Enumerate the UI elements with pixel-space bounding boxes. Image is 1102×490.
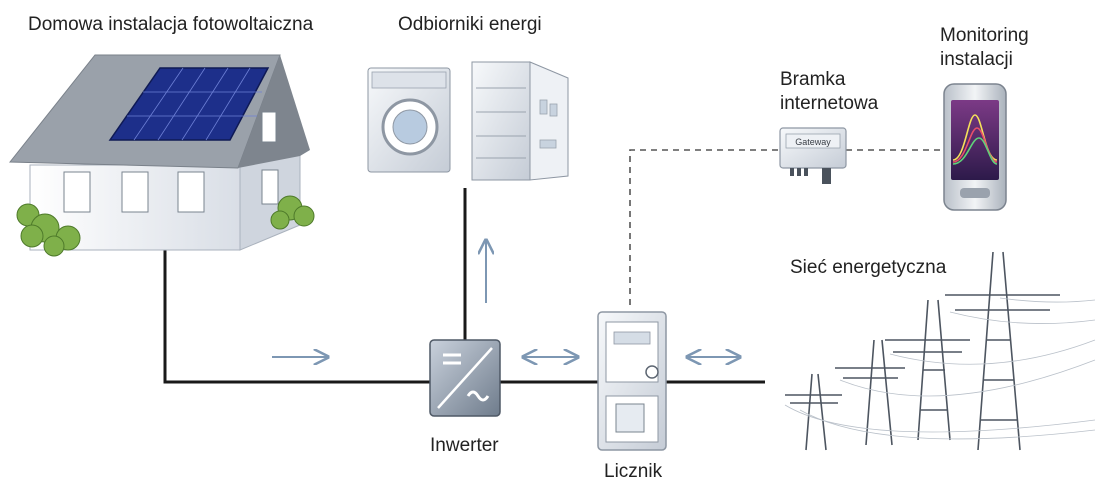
power-lines: [784, 297, 1096, 440]
label-monitoring-line2: instalacji: [940, 48, 1013, 70]
data-link-dashed: [629, 149, 944, 305]
smartphone-icon: [943, 83, 1007, 211]
inverter-icon: [429, 339, 501, 417]
house-solar-icon: [8, 54, 315, 257]
meter-icon: [597, 311, 667, 451]
label-consumers: Odbiorniki energi: [398, 14, 542, 35]
label-gateway-line1: Bramka: [780, 69, 846, 90]
label-monitoring: Monitoring instalacji: [940, 24, 1029, 72]
label-inverter: Inwerter: [430, 435, 499, 456]
label-gateway-line2: internetowa: [780, 92, 879, 114]
flow-arrows: [272, 240, 740, 357]
label-meter: Licznik: [604, 461, 663, 482]
fridge-icon: [471, 61, 569, 181]
power-pylon-icon: [785, 251, 1060, 451]
label-gateway: Bramka internetowa: [780, 68, 878, 116]
label-pv-home: Domowa instalacja fotowoltaiczna: [28, 14, 314, 35]
label-monitoring-line1: Monitoring: [940, 25, 1029, 46]
label-grid: Sieć energetyczna: [790, 257, 947, 278]
gateway-device-text: Gateway: [795, 137, 831, 147]
gateway-icon: [779, 127, 847, 184]
washing-machine-icon: [367, 67, 451, 173]
